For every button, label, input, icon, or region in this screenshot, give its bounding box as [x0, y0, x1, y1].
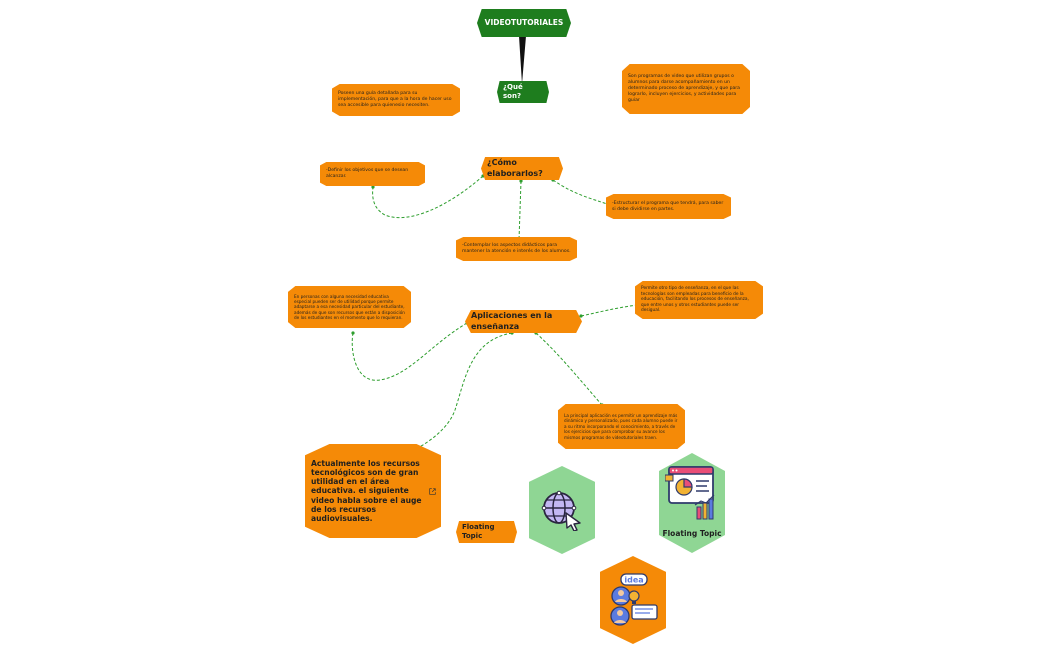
floating-topic-2: Floating Topic	[662, 529, 722, 538]
topic-que-son[interactable]: ¿Qué son?	[497, 81, 549, 103]
connector-como-right	[551, 178, 612, 207]
globe-cursor-icon	[541, 490, 581, 531]
image-topic-presentation[interactable]: Floating Topic	[659, 453, 725, 553]
floating-topic-1[interactable]: Floating Topic	[456, 521, 517, 543]
connector-apl-bl	[408, 331, 514, 454]
connector-como-left	[371, 174, 485, 219]
svg-text:idea: idea	[624, 576, 643, 585]
external-link-icon[interactable]	[429, 488, 436, 495]
image-topic-idea[interactable]: idea	[600, 556, 666, 644]
presentation-chart-icon	[665, 466, 715, 520]
note-que-son-right[interactable]: Son programas de video que utilizan grup…	[622, 64, 750, 114]
topic-como-elaborarlos[interactable]: ¿Cómo elaborarlos?	[481, 157, 563, 180]
note-recursos-tecnologicos[interactable]: Actualmente los recursos tecnológicos so…	[305, 444, 441, 538]
connector-como-bottom	[517, 179, 523, 242]
image-topic-globe[interactable]	[529, 466, 595, 554]
note-aplicaciones-right[interactable]: Permite otro tipo de enseñanza, en el qu…	[635, 281, 763, 319]
connector-apl-right	[579, 303, 639, 318]
connector-apl-left	[351, 321, 469, 381]
note-aplicaciones-left[interactable]: En personas con alguna necesidad educati…	[288, 286, 411, 328]
note-como-left[interactable]: -Definir los objetivos que se desean alc…	[320, 162, 425, 186]
note-aplicaciones-bottom[interactable]: La principal aplicación es permitir un a…	[558, 404, 685, 449]
connector-apl-br	[534, 331, 604, 407]
note-como-bottom[interactable]: -Contemplar los aspectos didácticos para…	[456, 237, 577, 261]
title-connector	[519, 36, 526, 84]
note-como-right[interactable]: -Estructurar el programa que tendrá, par…	[606, 194, 731, 219]
note-que-son-left[interactable]: Poseen una guía detallada para su implem…	[332, 84, 460, 116]
idea-bulb-icon: idea	[610, 573, 658, 626]
central-topic-videotutoriales[interactable]: VIDEOTUTORIALES	[477, 9, 571, 37]
note-recursos-text: Actualmente los recursos tecnológicos so…	[311, 458, 422, 524]
topic-aplicaciones[interactable]: Aplicaciones en la enseñanza	[465, 310, 582, 333]
